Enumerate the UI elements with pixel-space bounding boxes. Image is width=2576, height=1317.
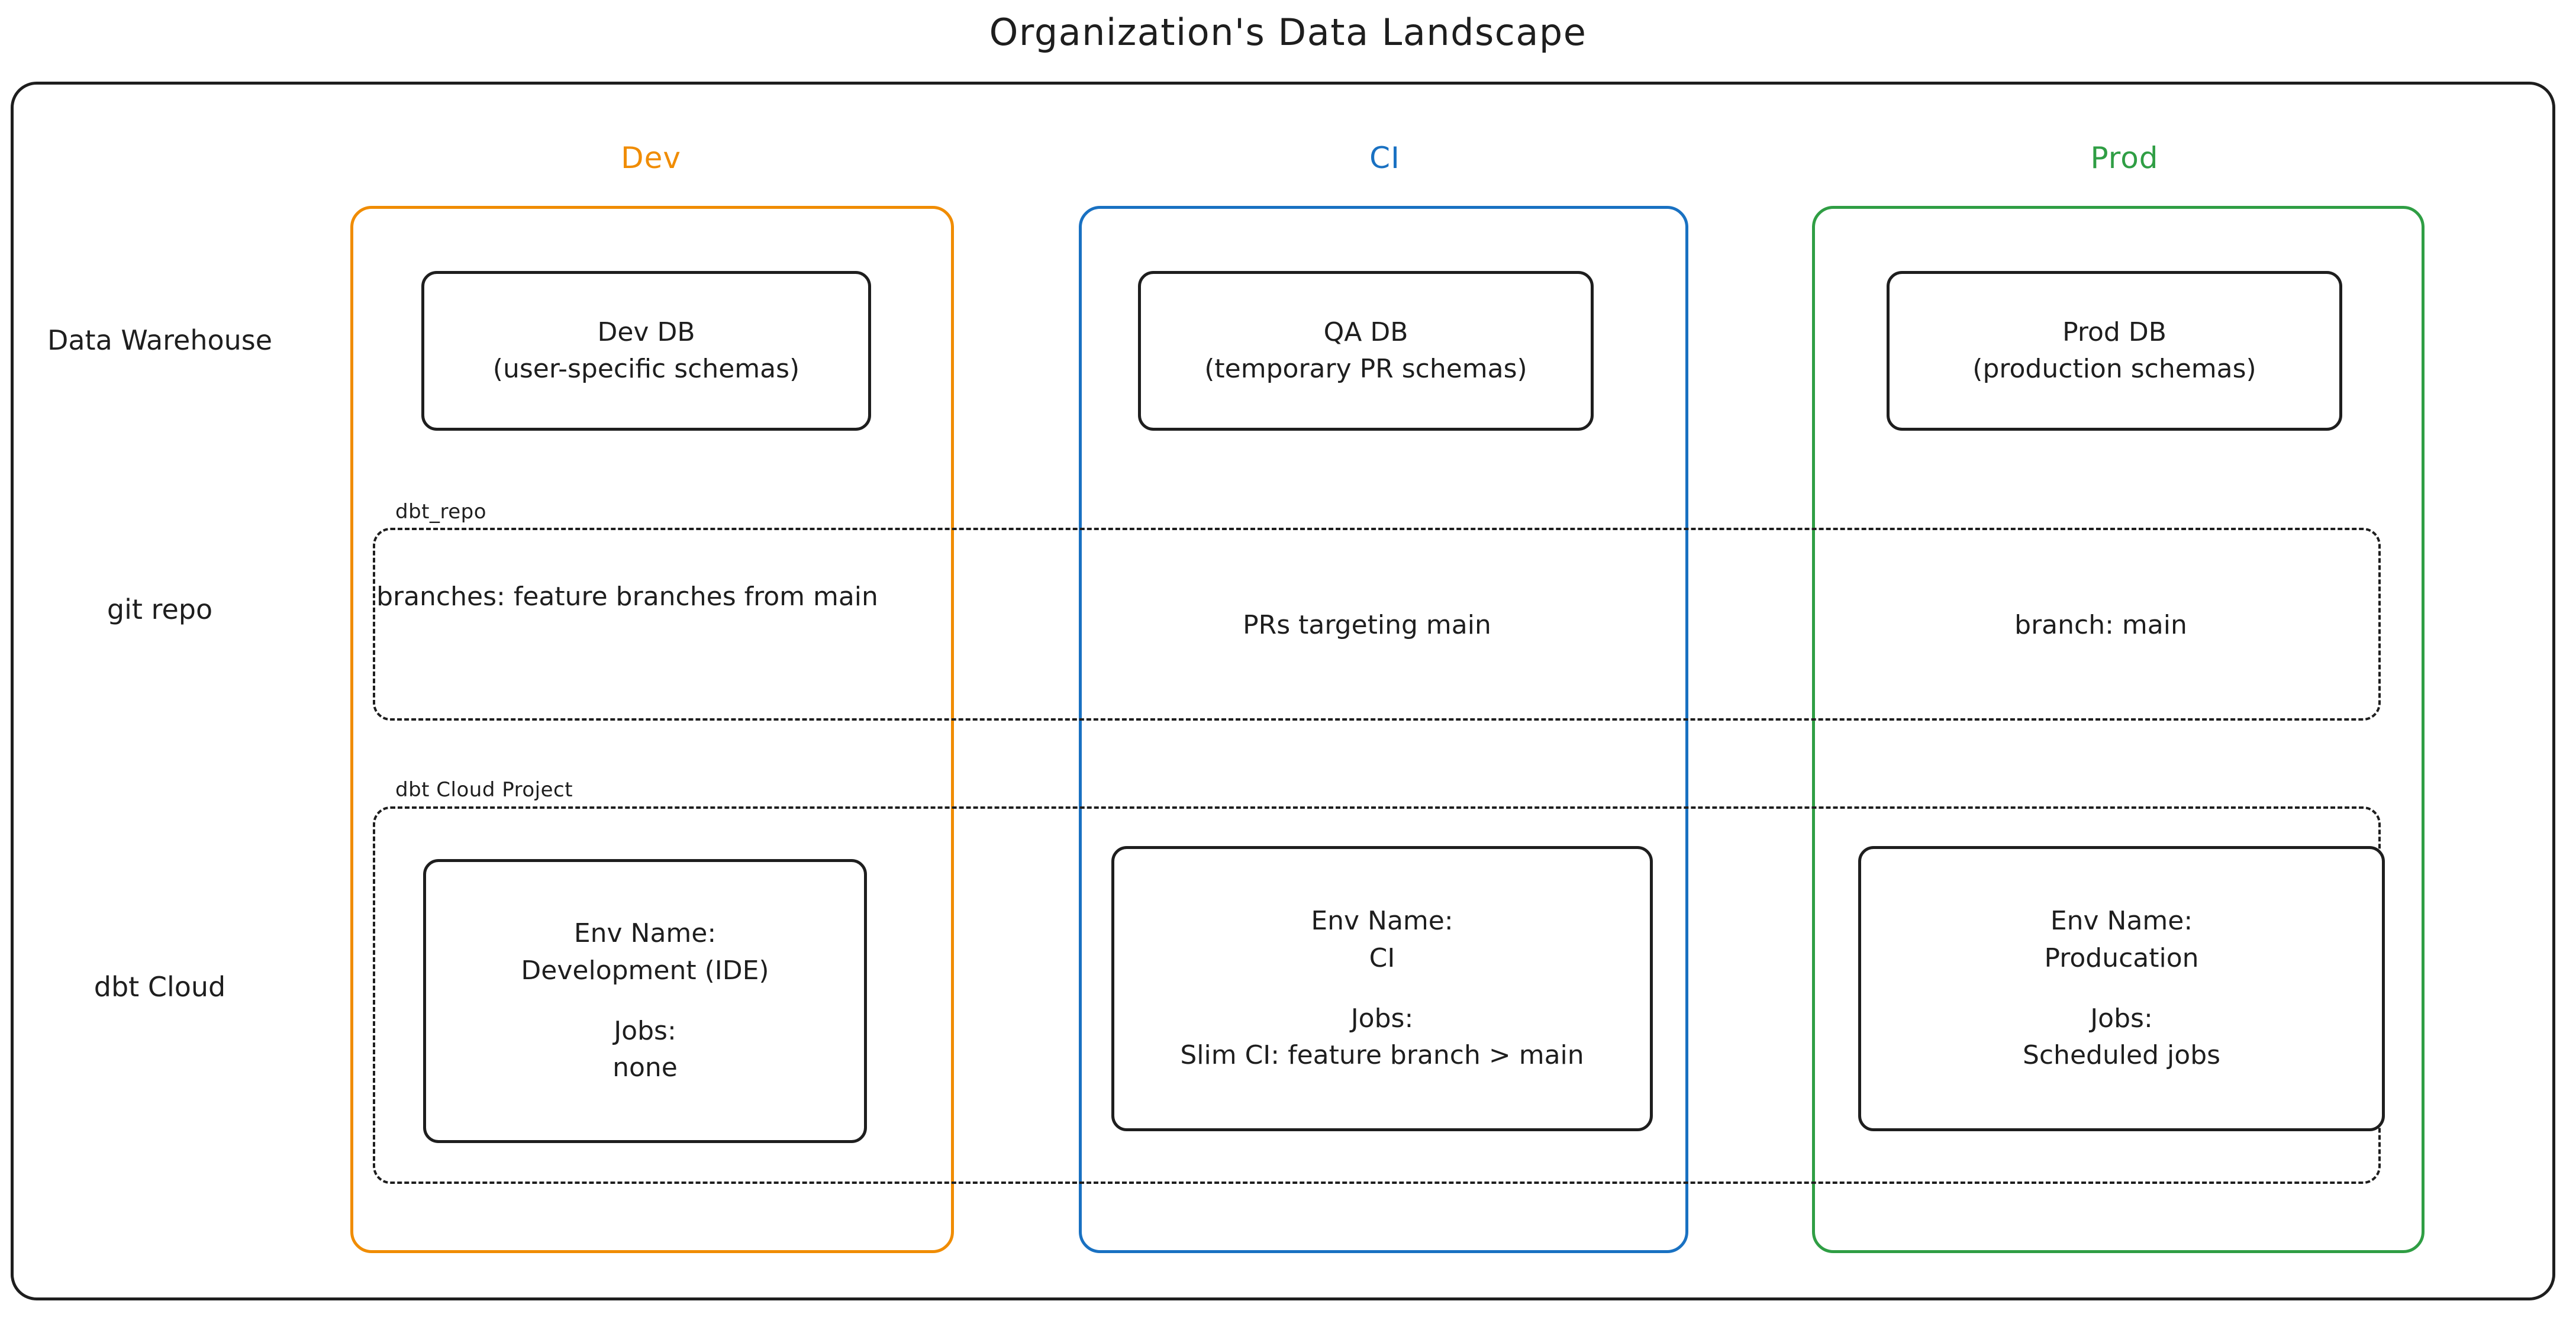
env-column-prod [1812, 206, 2425, 1253]
column-header-ci: CI [1369, 141, 1400, 175]
node-dbt-env-dev-env-value: Development (IDE) [521, 955, 769, 986]
git-repo-cell-ci-line1: PRs targeting main [1243, 610, 1491, 640]
node-dbt-env-ci-env-label: Env Name: [1311, 906, 1453, 937]
node-dbt-env-dev[interactable]: Env Name: Development (IDE) Jobs: none [423, 859, 867, 1143]
row-label-git-repo-text: git repo [107, 593, 213, 625]
node-dbt-env-dev-env-label: Env Name: [573, 918, 717, 949]
git-repo-cell-dev-line1: branches: [376, 582, 505, 612]
node-dbt-env-ci-env-value: CI [1369, 942, 1395, 973]
node-dev-db-line1: Dev DB [597, 317, 695, 347]
band-git-repo [373, 528, 2381, 721]
node-qa-db-line2: (temporary PR schemas) [1204, 354, 1527, 384]
git-repo-cell-prod-line1: branch: main [2014, 610, 2187, 640]
node-dbt-env-ci-jobs-value: Slim CI: feature branch > main [1180, 1040, 1584, 1071]
row-label-dbt-cloud-text: dbt Cloud [94, 971, 226, 1003]
git-repo-cell-dev-line2: feature branches from main [513, 582, 878, 612]
node-dbt-env-dev-jobs-value: none [612, 1053, 678, 1083]
env-column-dev [350, 206, 954, 1253]
git-repo-cell-ci: PRs targeting main [1113, 607, 1621, 644]
git-repo-cell-dev: branches: feature branches from main [376, 579, 879, 615]
node-dbt-env-prod[interactable]: Env Name: Producation Jobs: Scheduled jo… [1858, 846, 2385, 1131]
node-dbt-env-prod-env-label: Env Name: [2050, 906, 2193, 937]
band-caption-dbt-repo: dbt_repo [395, 500, 487, 524]
diagram-outer-frame [11, 82, 2555, 1300]
node-prod-db[interactable]: Prod DB (production schemas) [1887, 271, 2342, 431]
page-title: Organization's Data Landscape [989, 11, 1587, 54]
node-dev-db-line2: (user-specific schemas) [492, 354, 800, 384]
row-label-data-warehouse-line1: Data [47, 324, 112, 356]
node-prod-db-line2: (production schemas) [1972, 354, 2256, 384]
node-dbt-env-prod-jobs-label: Jobs: [2090, 1003, 2153, 1034]
node-dbt-env-ci-jobs-label: Jobs: [1350, 1003, 1414, 1034]
band-caption-dbt-cloud-project: dbt Cloud Project [395, 778, 573, 802]
node-dbt-env-prod-env-value: Producation [2044, 942, 2199, 973]
node-qa-db[interactable]: QA DB (temporary PR schemas) [1138, 271, 1594, 431]
node-dbt-env-prod-jobs-value: Scheduled jobs [2022, 1040, 2221, 1071]
column-header-dev: Dev [621, 141, 681, 175]
row-label-data-warehouse-line2: Warehouse [121, 324, 273, 356]
node-qa-db-line1: QA DB [1323, 317, 1408, 347]
node-dbt-env-dev-jobs-label: Jobs: [614, 1016, 676, 1046]
node-prod-db-line1: Prod DB [2062, 317, 2166, 347]
git-repo-cell-prod: branch: main [1846, 607, 2355, 644]
node-dev-db[interactable]: Dev DB (user-specific schemas) [421, 271, 871, 431]
env-column-ci [1079, 206, 1688, 1253]
column-header-prod: Prod [2090, 141, 2159, 175]
node-dbt-env-ci[interactable]: Env Name: CI Jobs: Slim CI: feature bran… [1111, 846, 1653, 1131]
row-label-git-repo: git repo [36, 592, 284, 628]
row-label-dbt-cloud: dbt Cloud [36, 969, 284, 1005]
row-label-data-warehouse: Data Warehouse [36, 322, 284, 359]
